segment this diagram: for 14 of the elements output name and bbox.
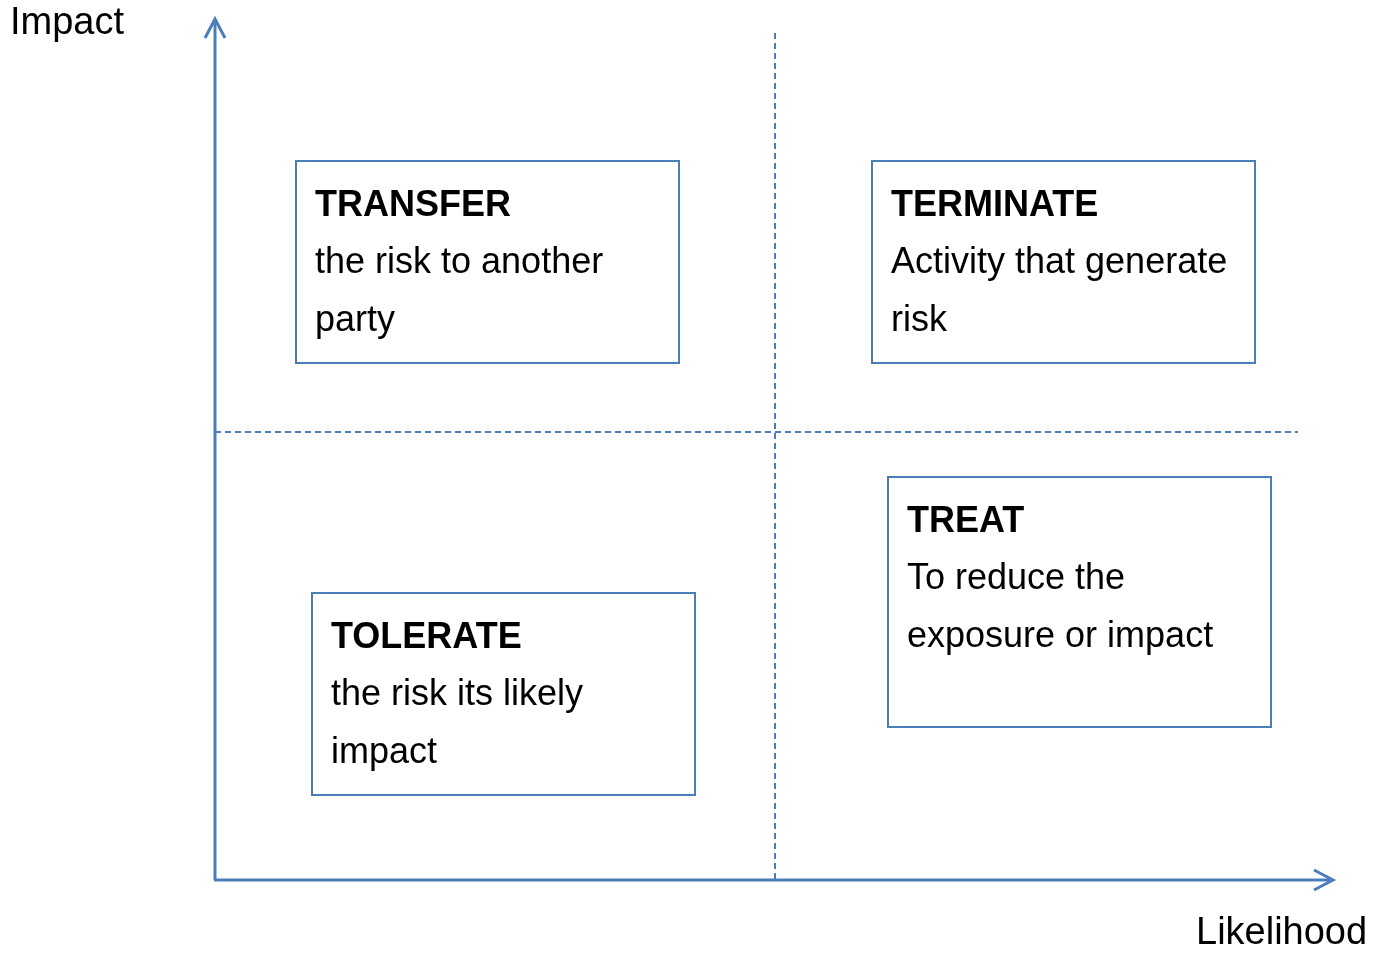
strategy-box <box>295 160 680 364</box>
strategy-description: the risk to another party <box>315 239 605 341</box>
strategy-box <box>311 592 696 796</box>
x-axis-label: Likelihood <box>1196 910 1368 953</box>
y-axis-label: Impact <box>10 0 125 43</box>
strategy-description: To reduce the exposure or impact <box>907 555 1215 657</box>
strategy-description: Activity that generate risk <box>891 239 1229 341</box>
strategy-description: the risk its likely impact <box>331 671 585 773</box>
strategy-heading: TERMINATE <box>891 182 1100 226</box>
strategy-box <box>887 476 1272 728</box>
strategy-heading: TREAT <box>907 498 1026 542</box>
strategy-heading: TRANSFER <box>315 182 512 226</box>
strategy-box <box>871 160 1256 364</box>
strategy-heading: TOLERATE <box>331 614 523 658</box>
